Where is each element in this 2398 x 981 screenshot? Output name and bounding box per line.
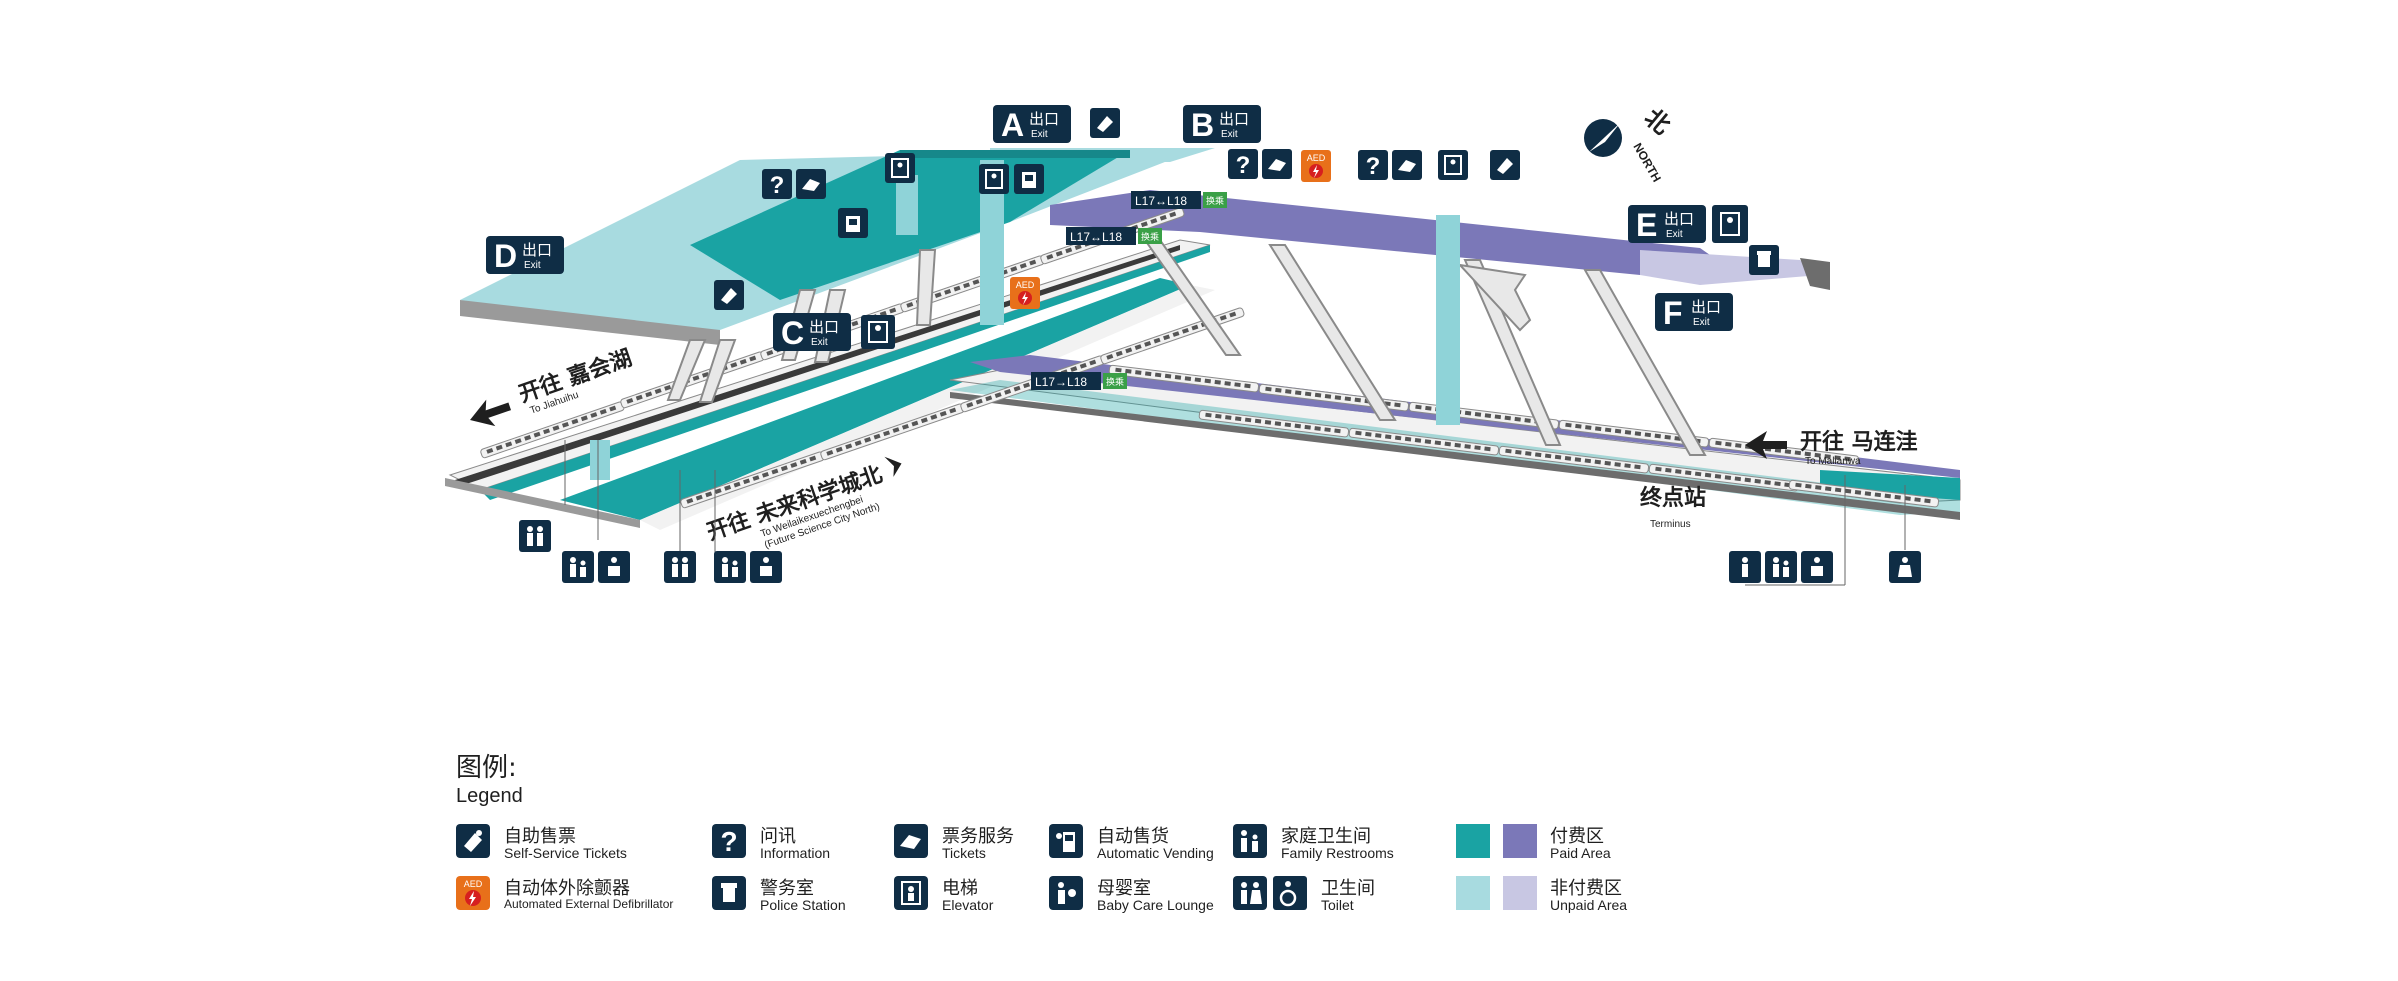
svg-text:A: A	[1001, 107, 1024, 143]
police-icon	[1749, 245, 1779, 275]
svg-text:AED: AED	[1307, 153, 1326, 163]
police-icon	[712, 876, 746, 910]
svg-text:出口: 出口	[522, 242, 552, 259]
svg-text:Exit: Exit	[1693, 317, 1710, 328]
family-restroom-icon	[562, 551, 594, 583]
svg-text:E: E	[1636, 207, 1657, 243]
vending-icon	[1049, 824, 1083, 858]
accessible-toilet-icon	[1273, 876, 1307, 910]
toilet-icon	[664, 551, 696, 583]
family-restroom-icon	[714, 551, 746, 583]
baby-care-icon	[750, 551, 782, 583]
legend-title: 图例: Legend	[456, 752, 523, 808]
svg-text:To Malianwa: To Malianwa	[1805, 456, 1861, 467]
vending-icon	[838, 208, 868, 238]
compass-north-icon: 北 NORTH	[1584, 103, 1676, 184]
aed-icon: AED	[1010, 277, 1040, 309]
paid-area-swatch-teal	[1456, 824, 1490, 858]
toilet-icon	[1889, 551, 1921, 583]
exit-sign-f[interactable]: F 出口 Exit	[1655, 293, 1733, 331]
aed-icon: AED	[456, 876, 490, 910]
aed-icon: AED	[1301, 150, 1331, 182]
svg-text:?: ?	[720, 826, 737, 857]
svg-text:Terminus: Terminus	[1650, 519, 1691, 530]
svg-text:Exit: Exit	[1031, 129, 1048, 140]
ticket-service-icon	[1262, 149, 1292, 179]
information-icon: ?	[712, 824, 746, 858]
svg-text:Exit: Exit	[1221, 129, 1238, 140]
transfer-label: L17→L18 换乘	[1031, 372, 1127, 390]
elevator-icon	[979, 164, 1009, 194]
baby-care-icon	[1049, 876, 1083, 910]
elevator-icon	[861, 315, 895, 349]
svg-text:AED: AED	[1016, 280, 1035, 290]
svg-text:?: ?	[1366, 153, 1381, 180]
svg-text:出口: 出口	[809, 319, 839, 336]
svg-text:开往 马连洼: 开往 马连洼	[1800, 429, 1918, 455]
elevator-icon	[894, 876, 928, 910]
information-icon: ?	[1358, 150, 1388, 180]
direction-malianwa: 开往 马连洼 To Malianwa	[1745, 429, 1918, 467]
ticket-service-icon	[894, 824, 928, 858]
svg-text:换乘: 换乘	[1106, 376, 1124, 388]
ticket-machine-icon	[1490, 150, 1520, 180]
svg-text:L17↔L18: L17↔L18	[1070, 230, 1122, 244]
ticket-machine-icon	[456, 824, 490, 858]
legend-title-en: Legend	[456, 785, 523, 807]
svg-text:F: F	[1663, 295, 1683, 331]
family-restroom-icon	[1233, 824, 1267, 858]
vending-icon	[1014, 164, 1044, 194]
exit-sign-c[interactable]: C 出口 Exit	[773, 313, 851, 351]
svg-text:?: ?	[770, 172, 785, 199]
svg-text:出口: 出口	[1029, 111, 1059, 128]
information-icon: ?	[1228, 149, 1258, 179]
ticket-machine-icon	[714, 280, 744, 310]
svg-text:换乘: 换乘	[1206, 195, 1224, 207]
svg-text:B: B	[1191, 107, 1214, 143]
ticket-service-icon	[796, 169, 826, 199]
elevator-icon	[1712, 205, 1748, 243]
exit-sign-b[interactable]: B 出口 Exit	[1183, 105, 1261, 143]
svg-text:Exit: Exit	[1666, 229, 1683, 240]
svg-text:L17↔L18: L17↔L18	[1135, 194, 1187, 208]
toilet-icon	[1233, 876, 1267, 910]
toilet-icon	[519, 520, 551, 552]
unpaid-area-swatch-purple	[1503, 876, 1537, 910]
baby-care-icon	[598, 551, 630, 583]
information-icon: ?	[762, 169, 792, 199]
transfer-label: L17↔L18 换乘	[1131, 191, 1227, 209]
svg-text:NORTH: NORTH	[1630, 141, 1663, 185]
ticket-machine-icon	[1090, 108, 1120, 138]
svg-text:换乘: 换乘	[1141, 231, 1159, 243]
svg-text:C: C	[781, 315, 804, 351]
svg-text:出口: 出口	[1691, 299, 1721, 316]
ticket-service-icon	[1392, 150, 1422, 180]
toilet-icon	[1729, 551, 1761, 583]
unpaid-area-swatch-teal	[1456, 876, 1490, 910]
exit-sign-a[interactable]: A 出口 Exit	[993, 105, 1071, 143]
svg-text:AED: AED	[464, 879, 483, 889]
svg-text:D: D	[494, 238, 517, 274]
svg-text:终点站: 终点站	[1640, 485, 1706, 511]
svg-text:L17→L18: L17→L18	[1035, 375, 1087, 389]
exit-sign-e[interactable]: E 出口 Exit	[1628, 205, 1706, 243]
elevator-icon	[1438, 150, 1468, 180]
svg-text:?: ?	[1236, 152, 1251, 179]
family-restroom-icon	[1765, 551, 1797, 583]
baby-care-icon	[1801, 551, 1833, 583]
transfer-label: L17↔L18 换乘	[1066, 227, 1162, 245]
platform-restroom-icons-left	[519, 440, 782, 583]
platform-restroom-icons-right	[1729, 475, 1921, 586]
exit-sign-d[interactable]: D 出口 Exit	[486, 236, 564, 274]
paid-area-swatch-purple	[1503, 824, 1537, 858]
elevator-icon	[885, 153, 915, 183]
svg-text:出口: 出口	[1219, 111, 1249, 128]
svg-text:Exit: Exit	[811, 337, 828, 348]
terminus-label: 终点站 Terminus	[1640, 485, 1706, 530]
svg-text:Exit: Exit	[524, 260, 541, 271]
svg-text:出口: 出口	[1664, 211, 1694, 228]
legend-title-cn: 图例:	[456, 753, 517, 783]
svg-text:北: 北	[1639, 103, 1675, 140]
